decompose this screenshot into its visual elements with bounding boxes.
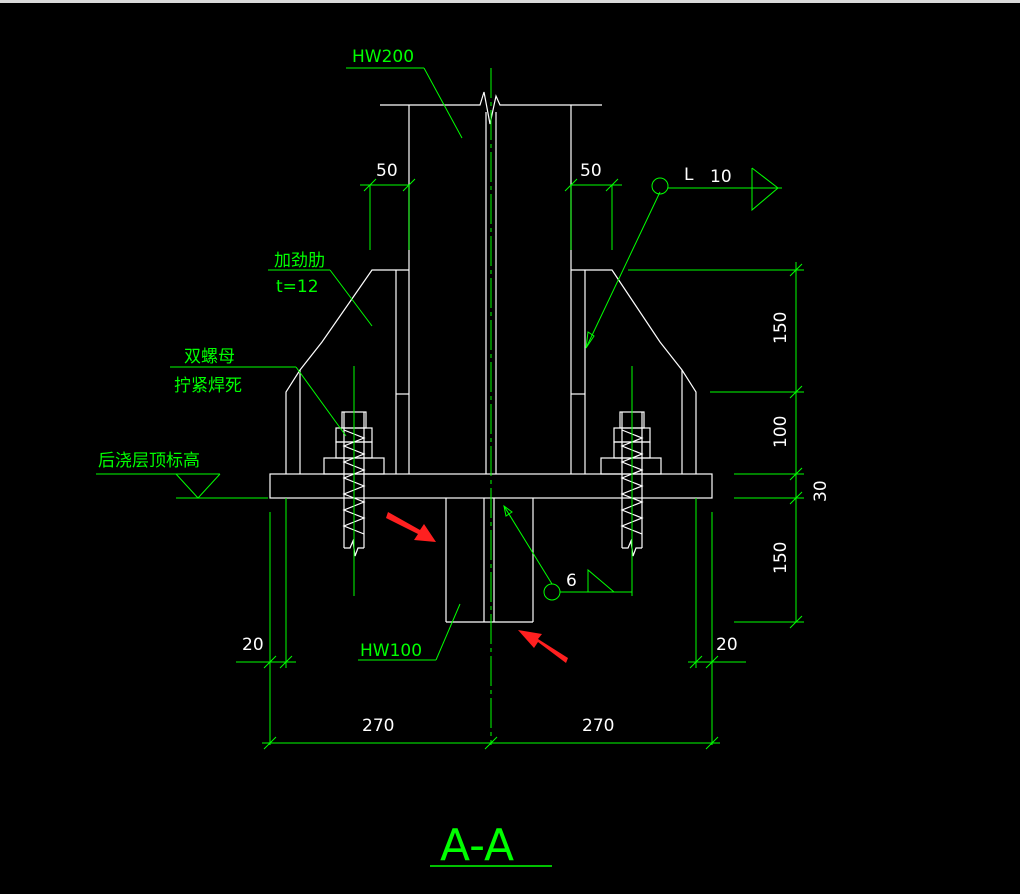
dim-50-left-text: 50 xyxy=(376,161,398,181)
hw200-label: HW200 xyxy=(346,47,463,139)
dim-bottom-width: 270 270 xyxy=(262,716,720,750)
left-stiffener xyxy=(285,269,409,474)
section-title: A-A xyxy=(430,820,552,871)
dim-150-top-text: 150 xyxy=(771,312,791,344)
window-top-strip xyxy=(0,0,1020,3)
column-hw200 xyxy=(380,91,602,474)
weld-bottom-size: 6 xyxy=(566,571,577,591)
markup-arrow-upper xyxy=(386,512,436,542)
dim-right-vertical: 150 100 30 150 xyxy=(628,262,831,629)
elevation-text: 后浇层顶标高 xyxy=(98,451,200,471)
dim-50-left: 50 xyxy=(360,161,416,250)
nut-text-1: 双螺母 xyxy=(184,347,235,367)
stiffener-text-1: 加劲肋 xyxy=(274,251,325,271)
right-anchor-bolt xyxy=(600,411,662,557)
dim-30-text: 30 xyxy=(811,480,831,502)
elevation-marker: 后浇层顶标高 xyxy=(96,451,268,499)
dim-270-right-text: 270 xyxy=(582,716,614,736)
hw200-text: HW200 xyxy=(352,47,414,67)
markup-arrow-lower xyxy=(518,630,568,663)
nut-label: 双螺母 拧紧焊死 xyxy=(170,347,347,437)
stub-hw100 xyxy=(445,498,534,623)
dim-20-left-text: 20 xyxy=(242,635,264,655)
dim-50-right: 50 xyxy=(564,161,622,250)
hw100-text: HW100 xyxy=(360,641,422,661)
dim-270-left-text: 270 xyxy=(362,716,394,736)
dim-20-right-text: 20 xyxy=(716,635,738,655)
red-arrow-icon xyxy=(386,512,436,542)
bolt-center-lines xyxy=(353,366,633,596)
dim-20-right: 20 xyxy=(688,498,746,745)
weld-top-size: 10 xyxy=(710,167,732,187)
section-title-text: A-A xyxy=(440,820,514,871)
weld-symbol-bottom: 6 xyxy=(503,504,632,601)
weld-symbol-top: L 10 xyxy=(585,165,782,349)
stiffener-text-2: t=12 xyxy=(276,277,319,297)
weld-top-type: L xyxy=(684,165,694,185)
dim-150-bottom-text: 150 xyxy=(771,542,791,574)
stiffener-label: 加劲肋 t=12 xyxy=(268,251,373,327)
dim-100-text: 100 xyxy=(771,416,791,448)
nut-text-2: 拧紧焊死 xyxy=(174,376,242,396)
right-stiffener xyxy=(571,269,697,474)
hw100-label: HW100 xyxy=(358,603,461,661)
dim-20-left: 20 xyxy=(236,498,296,745)
red-arrow-icon xyxy=(518,630,568,663)
dim-50-right-text: 50 xyxy=(580,161,602,181)
